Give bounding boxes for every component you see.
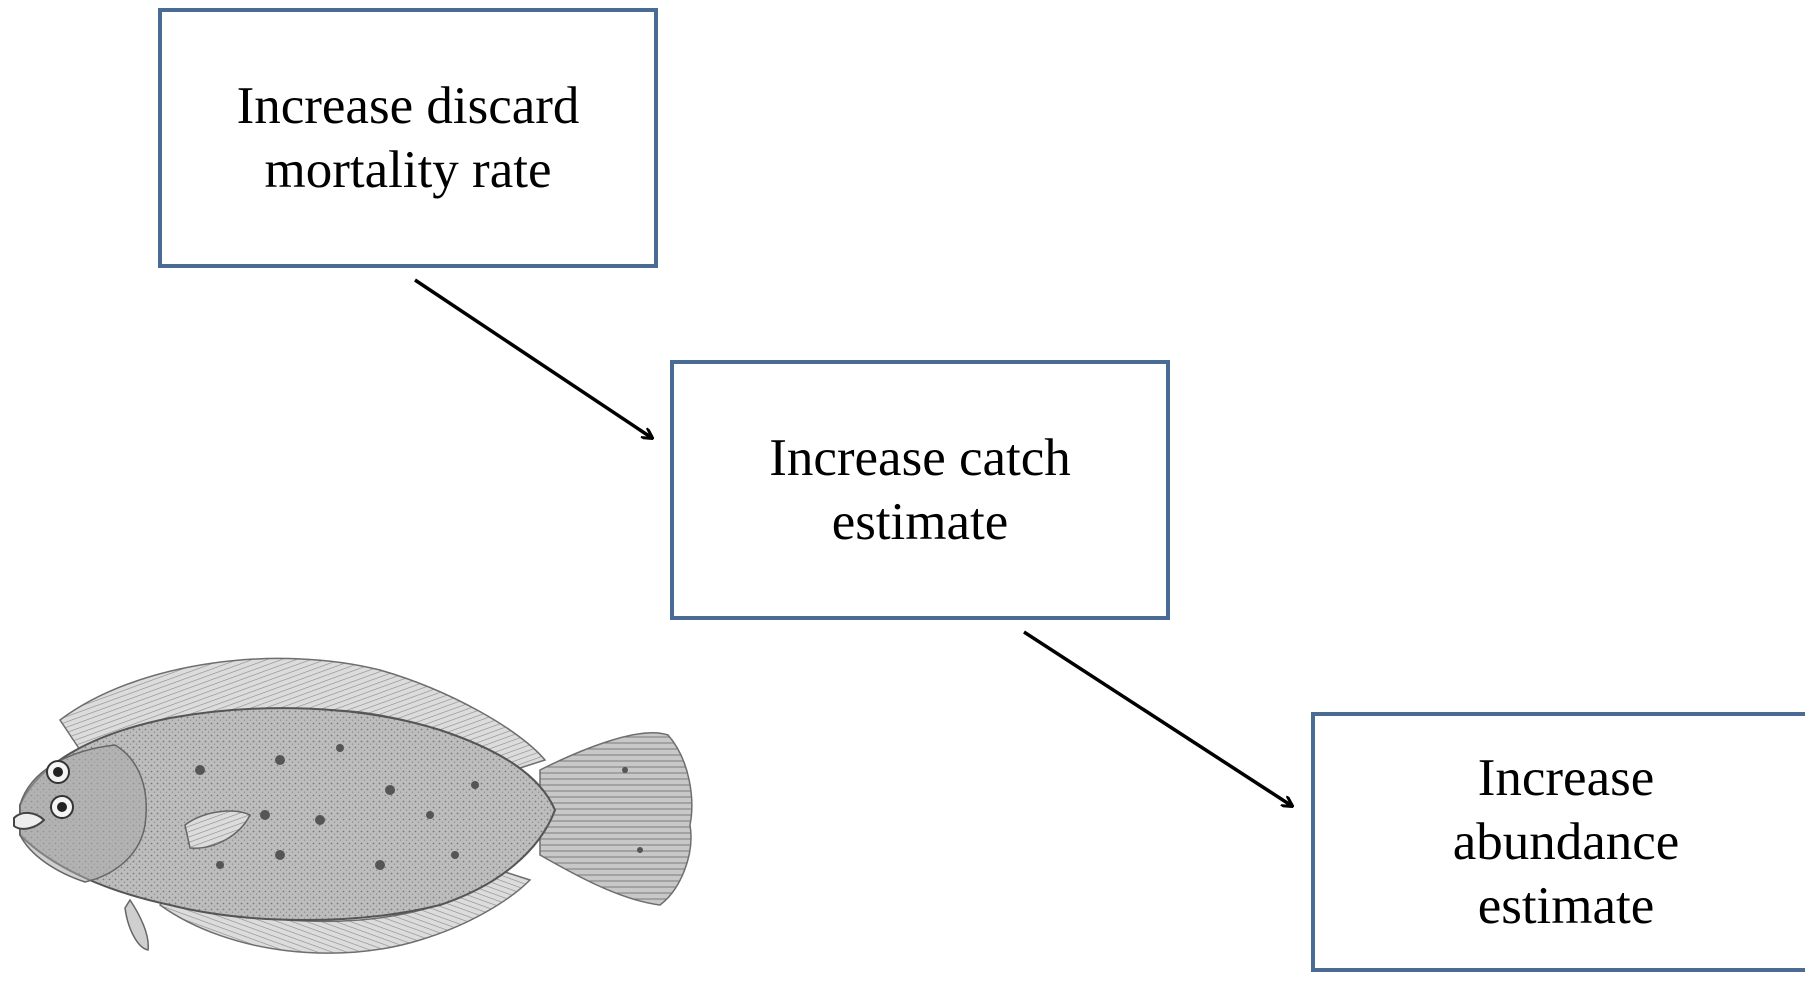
discard-mortality-box: Increase discard mortality rate [158, 8, 658, 268]
discard-mortality-label: Increase discard mortality rate [236, 77, 580, 199]
arrow-discard-to-catch [414, 278, 652, 438]
catch-estimate-box: Increase catch estimate [670, 360, 1170, 620]
catch-estimate-label: Increase catch estimate [769, 429, 1071, 551]
fish-spots [195, 744, 643, 870]
fish-body [19, 707, 557, 921]
fish-eyes [46, 760, 74, 819]
fish-mouth [13, 812, 46, 830]
abundance-estimate-label: Increase abundance estimate [1452, 749, 1680, 935]
flounder-fish-illustration [13, 657, 693, 954]
arrow-catch-to-abundance [1023, 630, 1292, 806]
pectoral-fin [184, 810, 252, 849]
pelvic-fin [124, 898, 149, 951]
abundance-estimate-box: Increase abundance estimate [1311, 712, 1805, 972]
tail-fin [539, 731, 693, 906]
